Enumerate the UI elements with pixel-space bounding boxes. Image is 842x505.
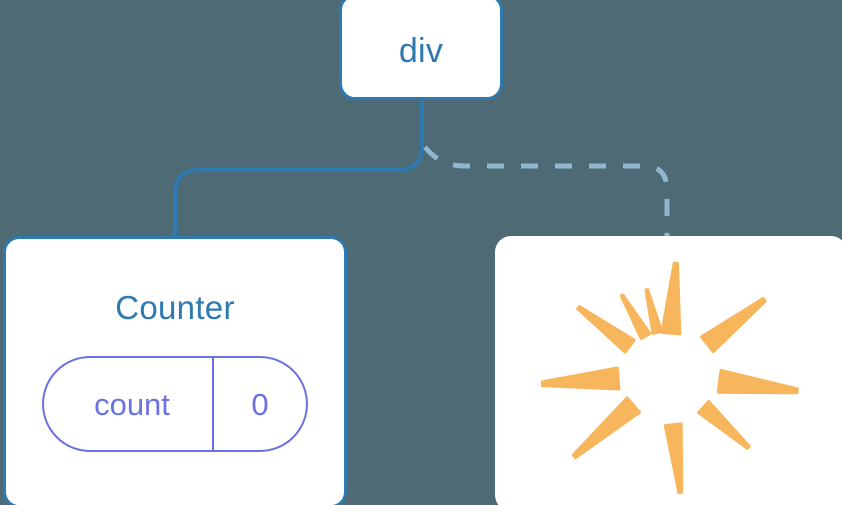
ray-ese <box>697 400 751 450</box>
ray-n <box>660 261 682 336</box>
node-render-burst[interactable] <box>495 236 842 505</box>
node-div[interactable]: div <box>339 0 503 100</box>
edge-div-to-counter <box>173 98 424 238</box>
ray-nne <box>619 293 652 341</box>
ray-sw <box>571 396 642 460</box>
render-burst-icon <box>540 261 799 494</box>
node-counter[interactable]: Counter count 0 <box>3 236 347 505</box>
ray-w <box>540 366 621 391</box>
state-pill-divider <box>212 358 214 450</box>
ray-nw <box>576 305 636 354</box>
state-pill-value: 0 <box>251 386 269 422</box>
state-pill-key: count <box>94 386 170 422</box>
state-pill[interactable]: count 0 <box>42 356 308 452</box>
ray-nnw <box>644 287 664 335</box>
ray-e <box>716 368 799 395</box>
burst-rays <box>540 261 799 494</box>
ray-s <box>663 422 684 494</box>
edge-div-to-render <box>423 145 670 236</box>
node-counter-title: Counter <box>115 289 235 326</box>
ray-ne <box>700 297 767 354</box>
node-div-label: div <box>398 32 444 70</box>
